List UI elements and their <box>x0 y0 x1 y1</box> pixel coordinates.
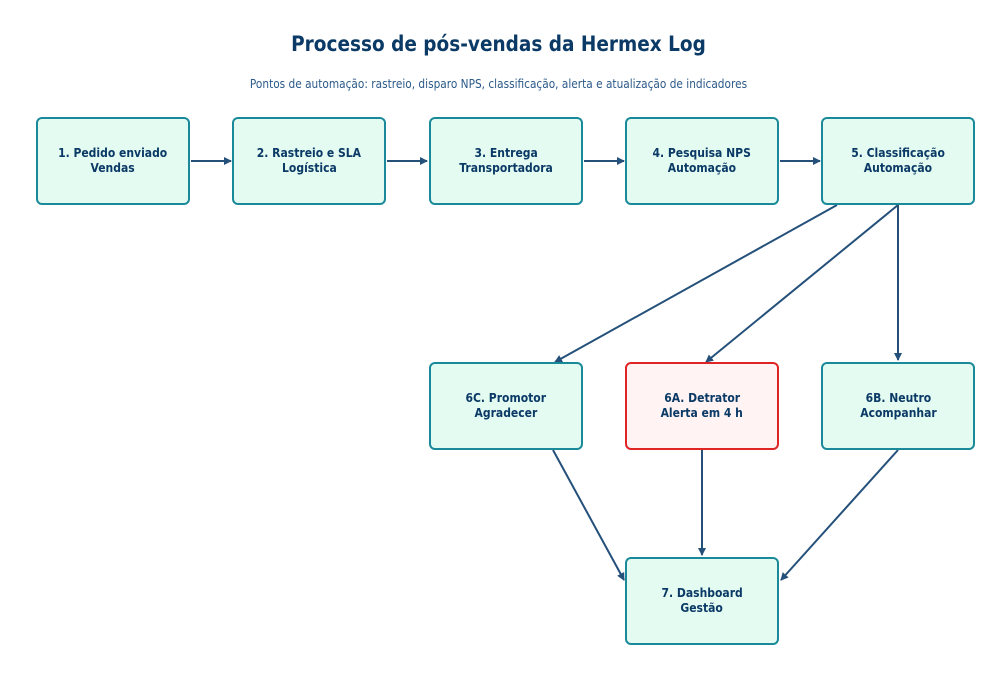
node-classificacao: 5. Classificação Automação <box>821 117 975 205</box>
node-dashboard: 7. Dashboard Gestão <box>625 557 779 645</box>
node-rastreio-sla-owner: Logística <box>281 161 337 175</box>
node-entrega: 3. Entrega Transportadora <box>429 117 583 205</box>
node-promotor: 6C. Promotor Agradecer <box>429 362 583 450</box>
edge-6b-to-7 <box>780 449 899 581</box>
node-pesquisa-nps-owner: Automação <box>667 161 737 175</box>
node-detrator-title: 6A. Detrator <box>664 391 740 405</box>
node-dashboard-owner: Gestão <box>680 601 724 615</box>
edge-5-to-6a <box>705 204 899 363</box>
node-pesquisa-nps: 4. Pesquisa NPS Automação <box>625 117 779 205</box>
node-neutro: 6B. Neutro Acompanhar <box>821 362 975 450</box>
node-detrator: 6A. Detrator Alerta em 4 h <box>625 362 779 450</box>
node-promotor-action: Agradecer <box>474 406 538 420</box>
node-dashboard-title: 7. Dashboard <box>661 586 743 600</box>
node-neutro-title: 6B. Neutro <box>865 391 931 405</box>
node-rastreio-sla-title: 2. Rastreio e SLA <box>256 146 362 160</box>
node-neutro-action: Acompanhar <box>859 406 937 420</box>
diagram-title: Processo de pós-vendas da Hermex Log <box>291 32 706 56</box>
node-detrator-action: Alerta em 4 h <box>660 406 744 420</box>
node-pesquisa-nps-title: 4. Pesquisa NPS <box>652 146 752 160</box>
node-entrega-title: 3. Entrega <box>474 146 538 160</box>
node-classificacao-owner: Automação <box>863 161 933 175</box>
node-pedido-enviado-owner: Vendas <box>90 161 136 175</box>
node-classificacao-title: 5. Classificação <box>851 146 945 160</box>
diagram-subtitle: Pontos de automação: rastreio, disparo N… <box>249 77 748 91</box>
edge-6c-to-7 <box>552 449 625 581</box>
node-promotor-title: 6C. Promotor <box>465 391 547 405</box>
node-pedido-enviado: 1. Pedido enviado Vendas <box>36 117 190 205</box>
edge-5-to-6c <box>554 204 838 363</box>
node-pedido-enviado-title: 1. Pedido enviado <box>58 146 168 160</box>
node-entrega-owner: Transportadora <box>459 161 553 175</box>
node-rastreio-sla: 2. Rastreio e SLA Logística <box>232 117 386 205</box>
